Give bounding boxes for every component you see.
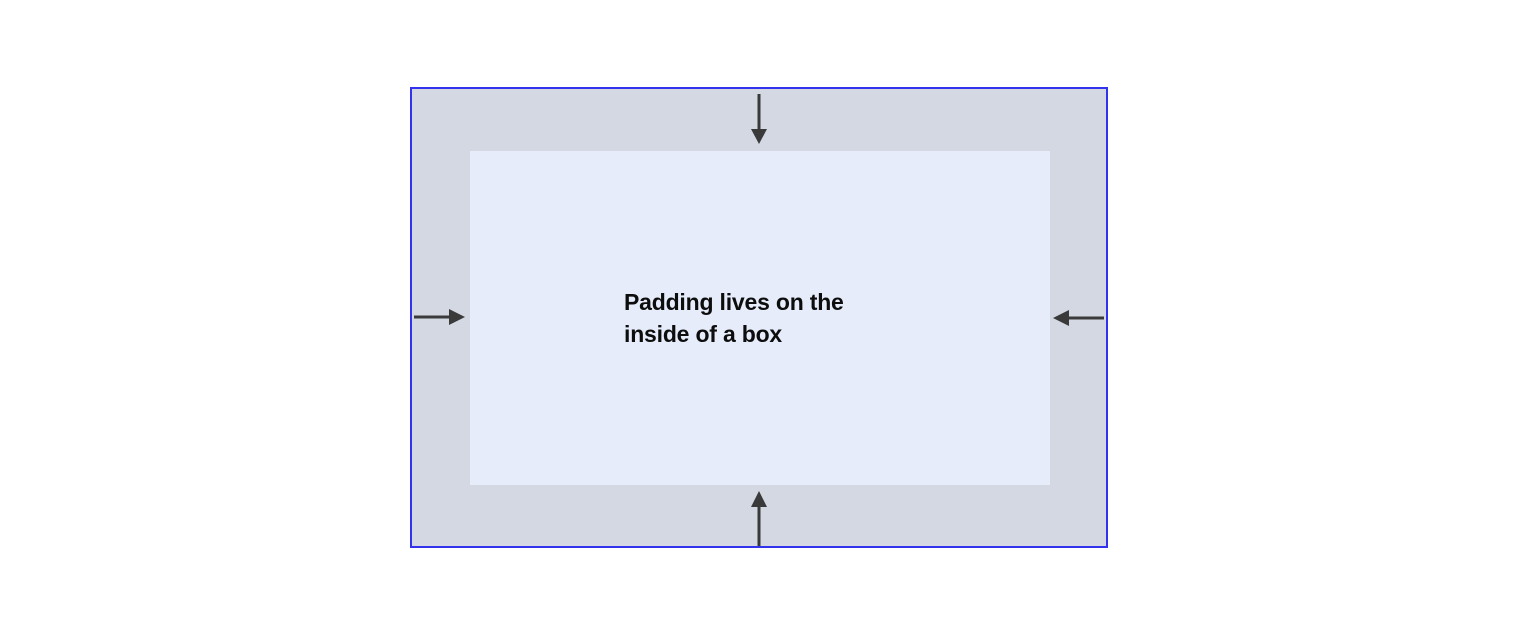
content-box-label: Padding lives on the inside of a box [624, 289, 844, 347]
content-box: Padding lives on the inside of a box [470, 151, 1050, 485]
